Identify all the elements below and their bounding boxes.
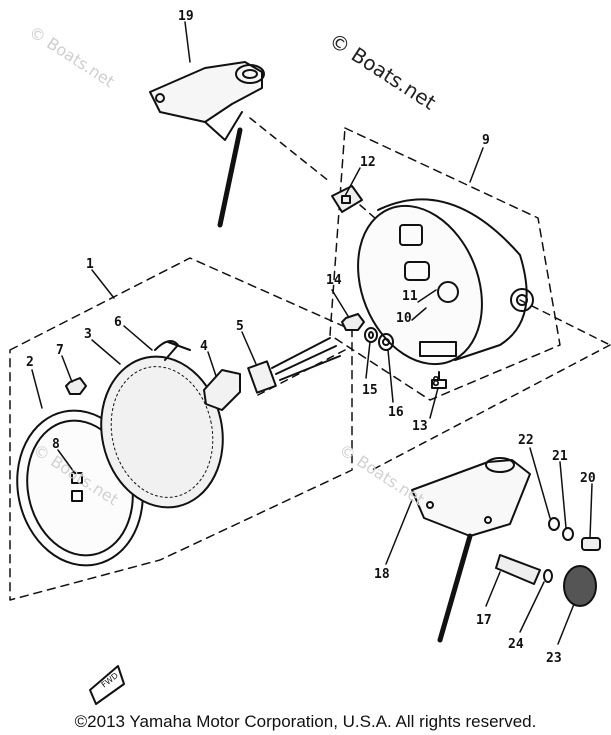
callout-23: 23 xyxy=(546,651,562,666)
washer-part-24 xyxy=(543,569,553,583)
callout-22: 22 xyxy=(518,433,534,448)
callout-4: 4 xyxy=(200,339,208,354)
callout-3: 3 xyxy=(84,327,92,342)
socket-part-5 xyxy=(247,337,341,394)
callout-20: 20 xyxy=(580,471,596,486)
spring-part-6 xyxy=(154,340,191,361)
callout-5: 5 xyxy=(236,319,244,334)
callout-19: 19 xyxy=(178,9,194,24)
washer-part-16 xyxy=(378,333,394,351)
washer-part-15 xyxy=(364,327,378,343)
callout-7: 7 xyxy=(56,343,64,358)
callout-11: 11 xyxy=(402,289,418,304)
callout-10: 10 xyxy=(396,311,412,326)
upper-bracket-part-19 xyxy=(149,61,265,228)
callout-8-front: 8 xyxy=(52,437,60,452)
headlight-body-part-9 xyxy=(357,198,534,366)
callout-15: 15 xyxy=(362,383,378,398)
group-boundary-headlight-unit xyxy=(9,257,353,601)
forward-arrow-icon: FWD xyxy=(89,665,125,705)
lens-unit-part-3 xyxy=(100,355,224,509)
callout-18: 18 xyxy=(374,567,390,582)
callout-17: 17 xyxy=(476,613,492,628)
bulb-holder-part-4 xyxy=(203,369,241,411)
bolt-part-17 xyxy=(495,554,541,585)
copyright-notice: ©2013 Yamaha Motor Corporation, U.S.A. A… xyxy=(74,712,537,731)
bolt-part-13 xyxy=(431,371,447,389)
washer-part-21 xyxy=(562,527,574,541)
callout-labels: 19 9 12 11 10 14 15 16 13 1 6 5 4 3 7 2 … xyxy=(26,9,596,666)
callout-leader-lines xyxy=(31,21,593,645)
washer-part-22 xyxy=(548,517,560,531)
callout-8-body: 8 xyxy=(432,375,440,390)
callout-12: 12 xyxy=(360,155,376,170)
callout-9: 9 xyxy=(482,133,490,148)
callout-21: 21 xyxy=(552,449,568,464)
cap-part-23 xyxy=(563,565,597,607)
nut-part-14 xyxy=(341,313,365,331)
callout-13: 13 xyxy=(412,419,428,434)
callout-6: 6 xyxy=(114,315,122,330)
callout-1: 1 xyxy=(86,257,94,272)
callout-14: 14 xyxy=(326,273,342,288)
callout-2: 2 xyxy=(26,355,34,370)
lower-bracket-part-18 xyxy=(411,457,531,643)
callout-16: 16 xyxy=(388,405,404,420)
grommet-part-12 xyxy=(331,185,363,213)
group-boundary-headlight-body xyxy=(329,127,561,401)
bolt-part-20 xyxy=(581,537,601,551)
callout-24: 24 xyxy=(508,637,524,652)
screw-part-7 xyxy=(65,377,87,395)
